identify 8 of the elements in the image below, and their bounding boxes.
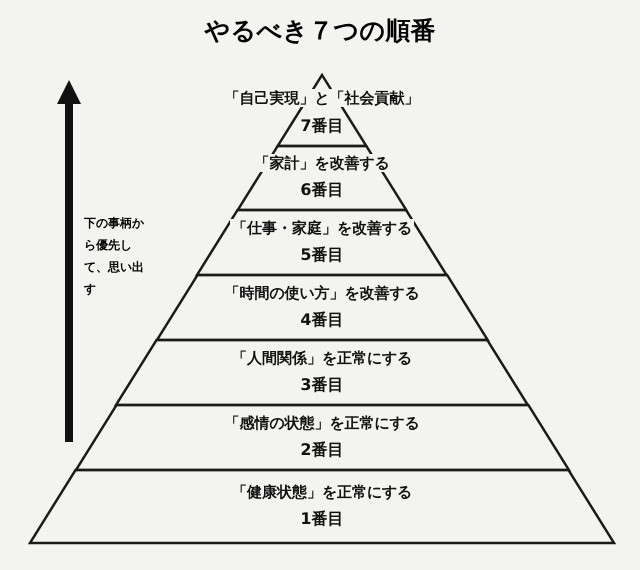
pyramid-tier xyxy=(30,470,614,543)
note-text: 下の事柄から優先して、思い出す xyxy=(84,215,145,298)
pyramid-tier xyxy=(197,210,447,275)
pyramid-tier xyxy=(156,275,488,340)
diagram-title: やるべき７つの順番 xyxy=(204,15,436,47)
pyramid-tier xyxy=(116,340,528,405)
tier-text: 「仕事・家庭」を改善する xyxy=(230,218,414,236)
pyramid-tier xyxy=(76,405,568,470)
